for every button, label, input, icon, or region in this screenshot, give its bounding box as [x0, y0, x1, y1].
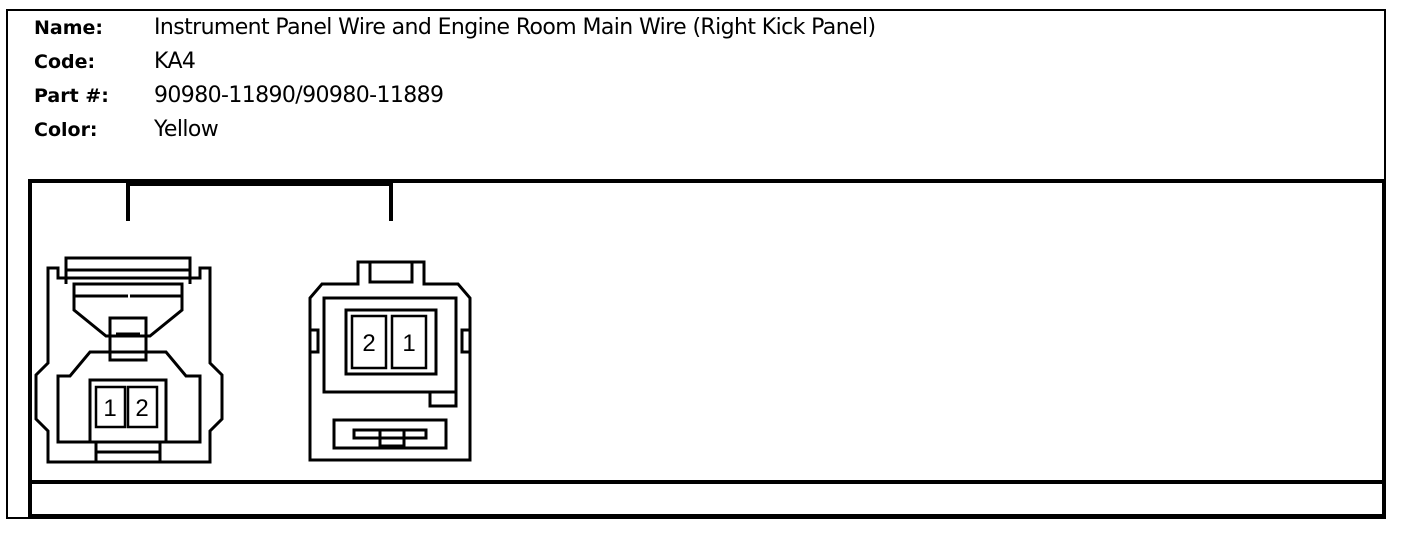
connector-right-lock-tab [368, 262, 414, 284]
connector-right-side-ribs [310, 328, 470, 354]
name-value: Instrument Panel Wire and Engine Room Ma… [154, 15, 876, 40]
connector-right [308, 260, 472, 462]
connector-left-pin-box-1 [94, 385, 127, 429]
connector-left-lock-tab [64, 256, 192, 284]
connector-right-terminal-housing [344, 308, 438, 376]
connector-right-pin-box-2 [350, 314, 388, 370]
connector-left-terminal-housing [88, 378, 168, 444]
connector-right-outer-body [308, 260, 472, 462]
connector-right-notch [428, 392, 458, 408]
color-label: Color: [34, 119, 98, 141]
part-number-label: Part #: [34, 85, 109, 107]
connector-left-body [34, 266, 224, 464]
connector-left-latch-button [108, 316, 148, 362]
connector-left-latch-arm [72, 282, 184, 338]
connector-left-bottom-key [94, 442, 162, 462]
mating-bracket [126, 182, 393, 221]
color-value: Yellow [154, 117, 219, 142]
connector-left-pin-label: 1 [103, 395, 116, 422]
part-number-value: 90980-11890/90980-11889 [154, 83, 444, 108]
diagram-frame [28, 179, 1386, 518]
code-value: KA4 [154, 49, 196, 74]
name-label: Name: [34, 17, 104, 39]
connector-left [34, 256, 224, 464]
connector-right-bottom-key [332, 418, 448, 450]
connector-right-pin-label: 2 [362, 330, 375, 357]
connector-left-pin-label: 2 [135, 395, 148, 422]
connector-left-pin-box-2 [126, 385, 159, 429]
code-label: Code: [34, 51, 96, 73]
connector-right-pin-label: 1 [402, 330, 415, 357]
connector-right-pin-box-1 [390, 314, 428, 370]
